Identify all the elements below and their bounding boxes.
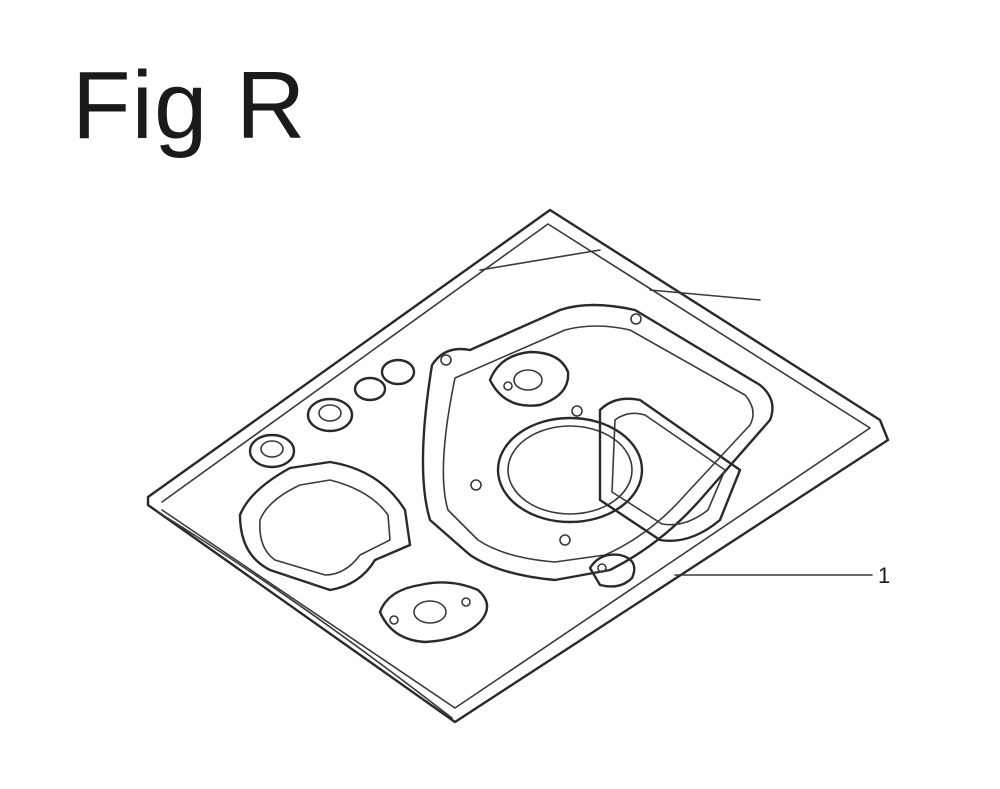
figure-title: Fig R [72,52,307,159]
head-gasket [421,303,774,582]
round-washers [248,358,416,469]
callout-1: 1 [674,563,890,588]
rectangular-gasket [238,460,412,592]
gasket-kit-bag [146,208,890,724]
valve-cover-gasket [598,397,742,542]
flange-gasket-bottom [378,581,489,644]
flange-gasket-upper [488,350,570,407]
callout-label: 1 [878,563,890,588]
small-gasket [588,553,636,588]
